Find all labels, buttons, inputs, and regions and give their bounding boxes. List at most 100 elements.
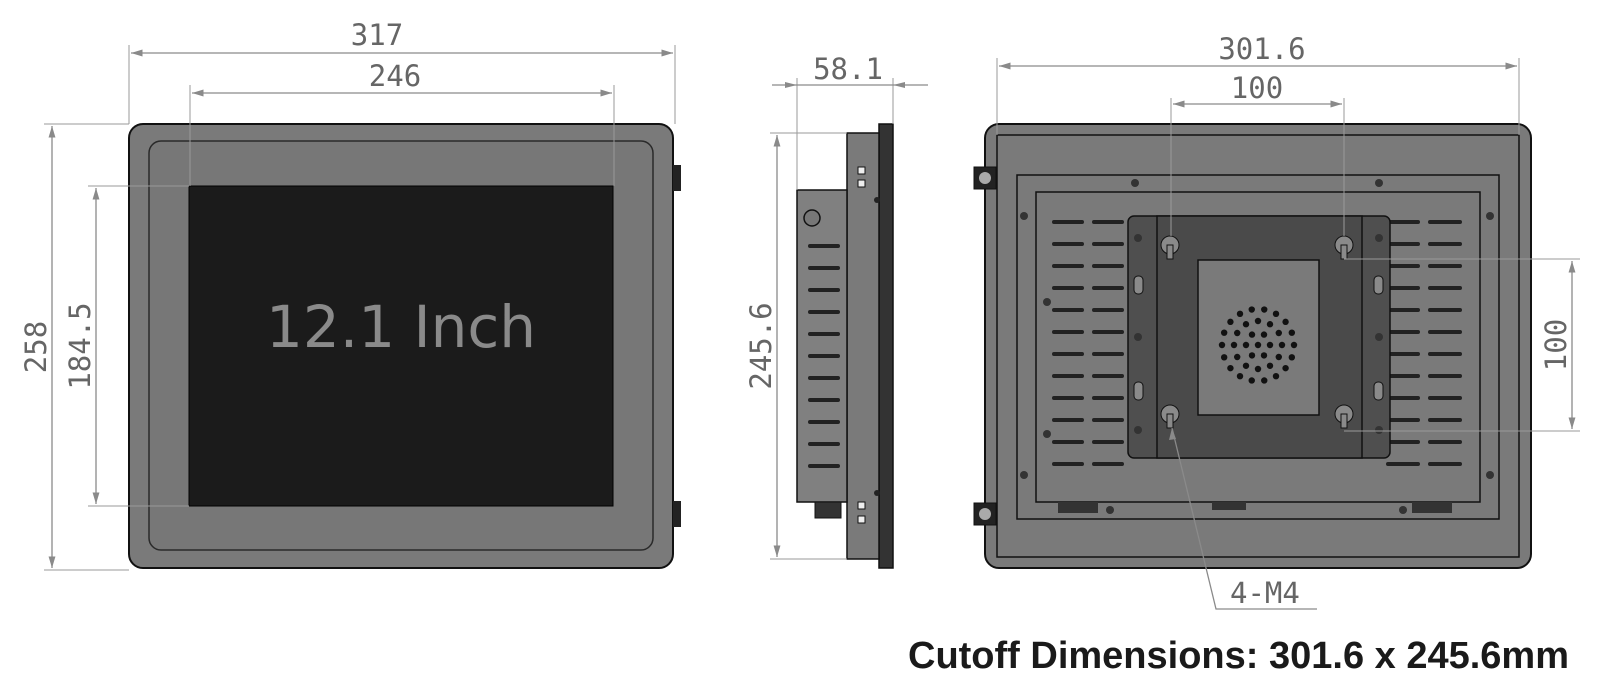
rear-vent-slot	[1092, 352, 1124, 356]
speaker-hole	[1266, 362, 1274, 369]
side-front-bezel	[878, 123, 894, 569]
speaker-hole	[1242, 341, 1250, 349]
dim-vesa-height: 100	[1539, 319, 1573, 371]
speaker-hole	[1272, 310, 1280, 318]
speaker-hole	[1288, 354, 1296, 361]
rear-connector-right	[1412, 502, 1452, 513]
speaker-hole	[1220, 354, 1228, 361]
rear-vent-slot	[1428, 462, 1462, 466]
speaker-hole	[1220, 329, 1228, 336]
rear-vent-slot	[1052, 308, 1084, 312]
rear-frame-screws	[1020, 179, 1494, 514]
speaker-hole	[1242, 362, 1250, 369]
speaker-hole	[1236, 310, 1244, 318]
screen-size-label: 12.1 Inch	[266, 293, 536, 361]
side-view: 58.1 245.6	[744, 52, 928, 569]
rear-vent-slot	[1052, 396, 1084, 400]
side-vent-slots	[808, 244, 840, 468]
speaker-hole	[1275, 329, 1282, 337]
side-screw-bottom	[874, 490, 880, 496]
front-view: 12.1 Inch 317 246 258 184.5	[19, 18, 681, 571]
rear-connector-mid	[1212, 502, 1246, 510]
rear-vent-slot	[1386, 242, 1420, 246]
rear-vent-slot	[1092, 440, 1124, 444]
side-vent-slot	[808, 442, 840, 446]
rear-vent-slot	[1052, 352, 1084, 356]
rear-vent-slot	[1386, 462, 1420, 466]
rear-vent-slot	[1386, 352, 1420, 356]
dim-side-height: 245.6	[744, 302, 778, 389]
rear-vent-slot	[1092, 242, 1124, 246]
rear-vent-slot	[1092, 264, 1124, 268]
dim-screen-width: 246	[369, 59, 421, 93]
front-mount-tab-top	[673, 165, 681, 191]
speaker-hole	[1234, 353, 1241, 361]
rear-vent-slot	[1052, 264, 1084, 268]
speaker-hole	[1261, 377, 1268, 384]
side-vent-slot	[808, 464, 840, 468]
rear-vent-slot	[1052, 462, 1084, 466]
screw-callout-leader	[1171, 427, 1317, 610]
side-clip-bottom	[857, 501, 866, 510]
rear-vent-slot	[1052, 418, 1084, 422]
dim-rear-width: 301.6	[1218, 32, 1305, 66]
side-clip-top2	[857, 179, 866, 188]
front-screen	[188, 185, 614, 507]
speaker-grille	[1218, 306, 1298, 384]
rear-vent-slot	[1428, 352, 1462, 356]
speaker-hole	[1282, 364, 1289, 372]
rear-vent-slot	[1092, 462, 1124, 466]
rear-vent-slot	[1052, 286, 1084, 290]
speaker-hole	[1254, 317, 1262, 325]
rear-vent-slots	[1052, 220, 1462, 466]
screw-callout: 4-M4	[1230, 576, 1300, 610]
speaker-hole	[1230, 341, 1238, 349]
speaker-hole	[1227, 364, 1234, 372]
rear-vent-slot	[1428, 220, 1462, 224]
rear-vent-slot	[1386, 396, 1420, 400]
rear-vent-slot	[1052, 440, 1084, 444]
side-vent-slot	[808, 288, 840, 292]
rear-vent-slot	[1428, 374, 1462, 378]
speaker-hole	[1272, 372, 1280, 380]
speaker-hole	[1254, 341, 1262, 349]
speaker-hole	[1278, 341, 1286, 349]
rear-vent-slot	[1428, 330, 1462, 334]
speaker-hole	[1218, 341, 1226, 349]
side-vent-slot	[808, 244, 840, 248]
rear-connector-left	[1058, 502, 1098, 513]
rear-vent-slot	[1386, 264, 1420, 268]
rear-vent-slot	[1428, 418, 1462, 422]
rear-vent-slot	[1052, 374, 1084, 378]
rear-vent-slot	[1428, 308, 1462, 312]
dim-overall-height: 258	[19, 321, 53, 373]
rear-vent-slot	[1386, 374, 1420, 378]
dim-vesa-width: 100	[1231, 71, 1283, 105]
side-vent-slot	[808, 376, 840, 380]
speaker-hole	[1288, 329, 1296, 336]
rear-vent-slot	[1052, 220, 1084, 224]
vesa-keyhole-holes	[1160, 235, 1354, 429]
rear-vent-slot	[1386, 286, 1420, 290]
side-clip-bottom2	[857, 515, 866, 524]
rear-vent-slot	[1092, 286, 1124, 290]
speaker-hole	[1254, 365, 1262, 373]
rear-vent-slot	[1092, 418, 1124, 422]
dim-overall-width: 317	[351, 18, 403, 52]
rear-vent-slot	[1386, 330, 1420, 334]
front-mount-tab-bottom	[673, 501, 681, 527]
side-vent-slot	[808, 354, 840, 358]
rear-view: 301.6 100 100 4-M4	[973, 32, 1580, 610]
speaker-hole	[1260, 331, 1268, 338]
side-vent-slot	[808, 332, 840, 336]
speaker-hole	[1242, 321, 1250, 328]
rear-vent-slot	[1386, 308, 1420, 312]
dim-depth: 58.1	[813, 52, 883, 86]
rear-vent-slot	[1428, 264, 1462, 268]
rear-vent-slot	[1092, 396, 1124, 400]
vesa-center-panel	[1197, 259, 1320, 416]
side-body	[846, 132, 880, 560]
speaker-hole	[1248, 352, 1256, 359]
cutoff-caption: Cutoff Dimensions: 301.6 x 245.6mm	[908, 635, 1569, 677]
